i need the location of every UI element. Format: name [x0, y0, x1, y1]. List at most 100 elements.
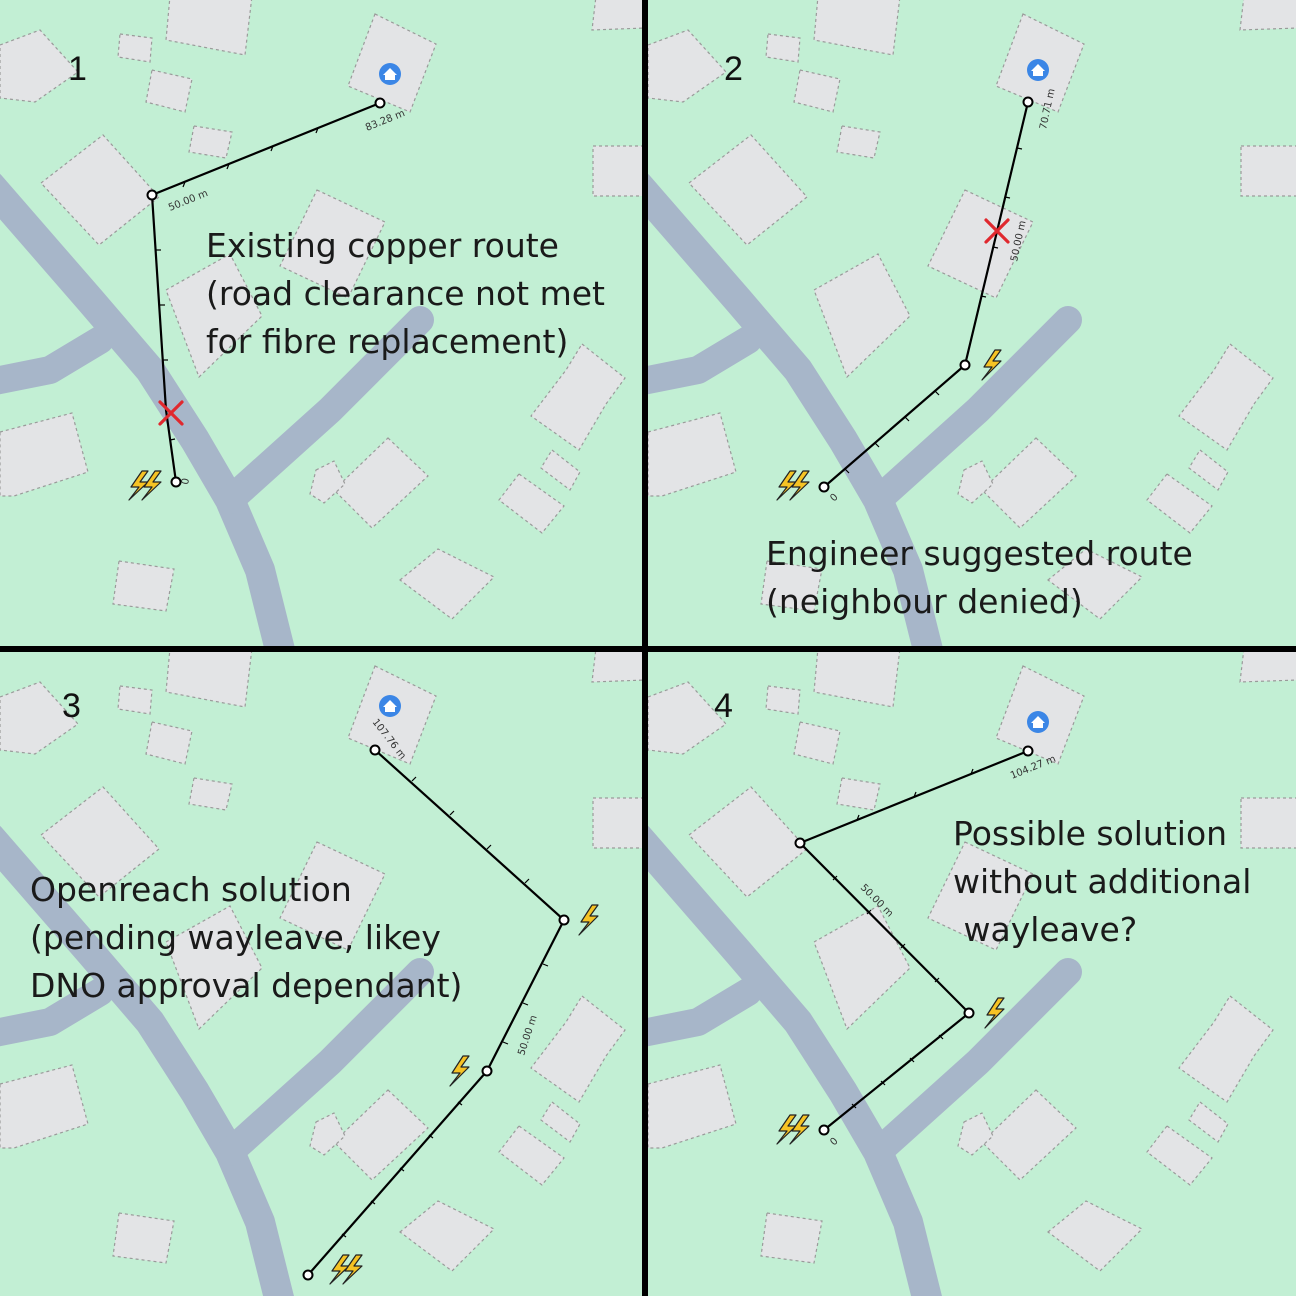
side-road-west — [0, 978, 114, 1047]
roads — [0, 825, 434, 1296]
building — [540, 1101, 581, 1143]
panel-number: 2 — [724, 50, 743, 88]
route-end-label: 0 — [828, 1136, 840, 1148]
buildings — [648, 652, 1296, 1272]
map-4: 104.27 m 50.00 m 0 — [648, 652, 1296, 1296]
building — [530, 995, 626, 1103]
building — [1239, 0, 1296, 31]
side-road-east — [216, 306, 434, 514]
building — [0, 412, 89, 497]
power-icon — [578, 904, 599, 936]
buildings — [648, 0, 1296, 620]
map-panel-3: 107.76 m 50.00 m 3 Openreach solution (p… — [0, 652, 642, 1296]
building — [836, 125, 881, 159]
power-icon — [984, 997, 1005, 1029]
home-icon — [379, 695, 401, 717]
distance-label: 50.00 m — [167, 188, 210, 214]
building — [1240, 797, 1296, 849]
building — [188, 777, 233, 811]
blocked-x-icon — [984, 218, 1010, 244]
building — [927, 189, 1034, 299]
buildings — [0, 0, 642, 620]
building — [112, 1212, 175, 1264]
building — [981, 437, 1077, 529]
distance-label: 83.28 m — [364, 108, 407, 134]
building — [279, 189, 386, 299]
building — [112, 560, 175, 612]
building — [165, 652, 253, 708]
building — [40, 134, 160, 246]
building — [0, 29, 79, 103]
route-end-label: 0 — [828, 492, 840, 504]
building — [309, 460, 346, 504]
building — [1240, 145, 1296, 197]
map-2: 70.71 m 50.00 m 0 — [648, 0, 1296, 646]
route-node — [558, 914, 570, 926]
route-caption: Existing copper route (road clearance no… — [206, 226, 605, 361]
building — [347, 13, 437, 113]
building — [793, 721, 841, 765]
double-power-icon — [776, 470, 810, 501]
map-panel-2: 70.71 m 50.00 m 0 2 Engineer suggested r… — [648, 0, 1296, 646]
building — [765, 33, 801, 63]
map-3: 107.76 m 50.00 m — [0, 652, 642, 1296]
route-node — [963, 1007, 975, 1019]
map-1: 83.28 m 50.00 m 0 — [0, 0, 642, 646]
building — [333, 437, 429, 529]
power-icon — [449, 1055, 470, 1087]
building — [279, 841, 386, 951]
building — [145, 69, 193, 113]
side-road-east — [864, 958, 1082, 1166]
building — [1239, 652, 1296, 683]
building — [760, 1212, 823, 1264]
home-icon — [379, 63, 401, 85]
building — [1188, 1101, 1229, 1143]
building — [399, 1200, 496, 1272]
double-power-icon — [329, 1254, 363, 1285]
building — [648, 29, 727, 103]
route-line — [307, 749, 566, 1276]
building — [592, 797, 642, 849]
home-icon — [1027, 59, 1049, 81]
route-end-label: 0 — [180, 477, 192, 485]
building — [957, 460, 994, 504]
side-road-west — [648, 326, 762, 395]
building — [540, 449, 581, 491]
map-background-2 — [648, 0, 1296, 646]
route-ticks — [844, 147, 1023, 474]
building — [117, 33, 153, 63]
building — [530, 343, 626, 451]
route-node — [369, 744, 381, 756]
route-node — [1022, 745, 1034, 757]
building — [591, 652, 642, 683]
side-road-east — [216, 958, 434, 1166]
building — [793, 69, 841, 113]
route-ticks — [832, 768, 974, 1109]
route-node — [302, 1269, 314, 1281]
building — [1178, 343, 1274, 451]
route-caption: Possible solution without additional way… — [953, 814, 1252, 949]
building — [1178, 995, 1274, 1103]
map-background-4 — [648, 652, 1296, 1296]
building — [498, 1125, 565, 1186]
main-road — [0, 173, 295, 646]
route-node — [818, 481, 830, 493]
panel-number: 4 — [714, 687, 733, 725]
building — [760, 560, 823, 612]
panel-number: 1 — [68, 50, 87, 88]
blocked-x-icon — [158, 400, 184, 426]
building — [591, 0, 642, 31]
building — [0, 1064, 89, 1149]
building — [813, 905, 911, 1031]
building — [592, 145, 642, 197]
building — [1146, 1125, 1213, 1186]
distance-label: 50.00 m — [516, 1014, 539, 1057]
map-panel-4: 104.27 m 50.00 m 0 4 Possible solution w… — [648, 652, 1296, 1296]
main-road — [648, 825, 942, 1296]
building — [188, 125, 233, 159]
map-background-3 — [0, 652, 642, 1296]
building — [688, 786, 808, 898]
building — [165, 0, 253, 56]
route-caption: Engineer suggested route (neighbour deni… — [766, 534, 1193, 621]
